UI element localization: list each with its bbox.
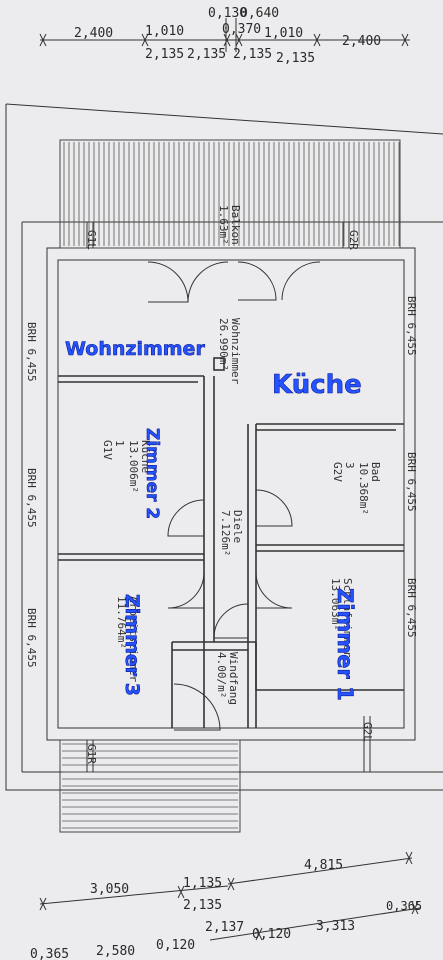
svg-text:1: 1 [113,440,126,447]
room-label-balkon: Balkon 1.63m² [217,205,242,245]
room-label-wohnzimmer: Wohnzimmer 26.990m² [217,318,242,385]
dim-top-2135-d: 2,135 [276,51,315,66]
brh-label-left-3: BRH 6,455 [25,608,38,668]
overlay-zimmer3-group: Zimmer 3 [121,594,144,697]
svg-text:13.006m²: 13.006m² [127,440,140,493]
overlay-zimmer1-group: Zimmer 1 [333,588,358,701]
svg-text:Küche: Küche [139,440,152,473]
room-label-diele: Diele 7.126m² [219,510,244,556]
svg-text:10.368m²: 10.368m² [357,462,370,515]
svg-text:Bad: Bad [369,462,382,482]
svg-text:BRH 6,455: BRH 6,455 [405,452,418,512]
svg-text:G1R: G1R [85,744,98,764]
svg-text:11.764m²: 11.764m² [115,596,128,649]
brh-label-left-1: BRH 6,455 [25,322,38,382]
stairs-hatching-bottom [62,743,238,829]
brh-label-right-1: BRH 6,455 [405,296,418,356]
svg-text:7.126m²: 7.126m² [219,510,232,556]
label-g1r: G1R [85,744,98,764]
svg-text:BRH 6,455: BRH 6,455 [25,468,38,528]
dim-bottom-0120-b: 0,120 [252,927,291,942]
dim-top-0640: 0,640 [240,6,279,21]
dim-top-2135-b: 2,135 [187,47,226,62]
svg-text:1.63m²: 1.63m² [217,205,230,245]
outer-walls [5,103,443,791]
brh-label-left-2: BRH 6,455 [25,468,38,528]
svg-text:G2L: G2L [361,722,374,742]
dim-bottom-2580: 2,580 [96,944,135,959]
dim-bottom-0365-left: 0,365 [30,947,69,960]
balcony-hatching-top [63,142,400,246]
svg-text:G2R: G2R [347,230,360,250]
label-g1l: G1L [85,230,98,250]
dim-bottom-2137: 2,137 [205,920,244,935]
bottom-dimension-chain [39,851,421,941]
brh-label-right-3: BRH 6,455 [405,578,418,638]
svg-text:3: 3 [343,462,356,469]
svg-text:Balkon: Balkon [229,205,242,245]
dim-bottom-0120-a: 0,120 [156,938,195,953]
svg-text:G1L: G1L [85,230,98,250]
dim-bottom-1135: 1,135 [183,876,222,891]
overlay-zimmer2: Zimmer 2 [142,428,162,519]
dim-top-0370: 0,370 [222,22,261,37]
overlay-zimmer1: Zimmer 1 [333,588,357,701]
overlay-zimmer3: Zimmer 3 [121,594,143,696]
svg-text:26.990m²: 26.990m² [217,318,230,371]
dim-bottom-3313: 3,313 [316,919,355,934]
svg-text:BRH 6,455: BRH 6,455 [25,608,38,668]
dim-top-2135-a: 2,135 [145,47,184,62]
svg-text:BRH 6,455: BRH 6,455 [405,578,418,638]
top-dimension-chain [39,18,410,52]
dim-top-2135-c: 2,135 [233,47,272,62]
svg-text:BRH 6,455: BRH 6,455 [25,322,38,382]
svg-text:Windfang: Windfang [227,652,240,705]
label-g2l: G2L [361,722,374,742]
window-marks [86,222,371,772]
dim-top-1010-left: 1,010 [145,24,184,39]
svg-text:Diele: Diele [231,510,244,543]
svg-text:13.063m²: 13.063m² [329,578,342,631]
dim-top-1010-right: 1,010 [264,26,303,41]
svg-text:Wohnzimmer: Wohnzimmer [229,318,242,385]
overlay-wohnzimmer: Wohnzimmer [65,338,205,360]
balcony-top [59,139,401,249]
brh-label-right-2: BRH 6,455 [405,452,418,512]
room-label-windfang: Windfang 4.00/m² [215,652,240,705]
svg-text:G1V: G1V [101,440,114,460]
stairs-bottom [59,739,241,833]
svg-text:BRH 6,455: BRH 6,455 [405,296,418,356]
room-label-schlafzimmer: Schlafzimmer 13.063m² [329,578,354,658]
dim-top-2400-right: 2,400 [342,34,381,49]
overlay-zimmer2-group: Zimmer 2 [142,428,163,520]
svg-text:Arbeitszimmer: Arbeitszimmer [127,596,140,682]
dim-bottom-2135: 2,135 [183,898,222,913]
room-label-bad: Bad 10.368m² 3 G2V [331,462,382,515]
dim-top-0130: 0,130 [208,6,247,21]
svg-text:G2V: G2V [331,462,344,482]
svg-text:4.00/m²: 4.00/m² [215,652,228,698]
door-swings [147,261,321,731]
dim-bottom-3050: 3,050 [90,882,129,897]
label-g2r: G2R [347,230,360,250]
room-label-kueche: Küche 13.006m² 1 G1V [101,440,152,493]
dim-bottom-0365-right: 0,365 [386,899,422,913]
svg-text:Schlafzimmer: Schlafzimmer [341,578,354,658]
interior-walls [58,357,404,728]
overlay-kueche: Küche [272,370,362,400]
room-label-arbeitszimmer: Arbeitszimmer 11.764m² [115,596,140,682]
dim-bottom-4815: 4,815 [304,858,343,873]
dim-top-2400-left: 2,400 [74,26,113,41]
